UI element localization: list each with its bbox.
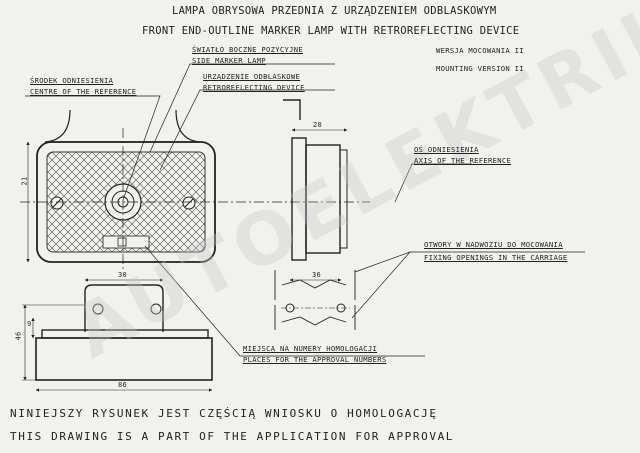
bottom-view <box>22 278 213 392</box>
dim-86: 86 <box>118 381 128 389</box>
dim-21: 21 <box>20 176 29 186</box>
label-center-english: CENTRE OF THE REFERENCE <box>30 87 137 96</box>
label-retro-polish: URZĄDZENIE ODBLASKOWE <box>203 72 301 81</box>
label-retro-english: RETROREFLECTING DEVICE <box>203 83 305 92</box>
dim-30: 30 <box>118 271 128 279</box>
dim-46: 46 <box>14 331 23 341</box>
label-approval-polish: MIEJSCA NA NUMERY HOMOLOGACJI <box>243 344 378 353</box>
version-english: MOUNTING VERSION II <box>436 64 524 73</box>
dim-36: 36 <box>312 271 322 279</box>
version-polish: WERSJA MOCOWANIA II <box>436 46 524 55</box>
dim-9: 9 <box>27 320 32 328</box>
bottom-body <box>35 337 213 381</box>
side-view <box>283 99 348 261</box>
label-holes-english: FIXING OPENINGS IN THE CARRIAGE <box>424 253 568 262</box>
leader-lines <box>25 63 585 357</box>
footer-polish: NINIEJSZY RYSUNEK JEST CZĘŚCIĄ WNIOSKU O… <box>10 407 438 420</box>
front-view <box>20 109 370 270</box>
label-approval-english: PLACES FOR THE APPROVAL NUMBERS <box>243 355 387 364</box>
label-axis-english: AXIS OF THE REFERENCE <box>414 156 512 165</box>
mounting-holes-view <box>274 270 356 330</box>
label-axis-polish: OŚ ODNIESIENIA <box>414 145 479 154</box>
label-side-english: SIDE MARKER LAMP <box>192 56 267 65</box>
side-body <box>305 144 341 254</box>
label-holes-polish: OTWORY W NADWOZIU DO MOCOWANIA <box>424 240 563 249</box>
title-polish: LAMPA OBRYSOWA PRZEDNIA Z URZĄDZENIEM OD… <box>172 5 497 17</box>
label-center-polish: ŚRODEK ODNIESIENIA <box>30 76 114 85</box>
title-english: FRONT END-OUTLINE MARKER LAMP WITH RETRO… <box>142 25 520 37</box>
footer-english: THIS DRAWING IS A PART OF THE APPLICATIO… <box>10 430 455 443</box>
label-side-polish: ŚWIATŁO BOCZNE POZYCYJNE <box>192 45 304 54</box>
dim-20: 20 <box>313 121 323 129</box>
